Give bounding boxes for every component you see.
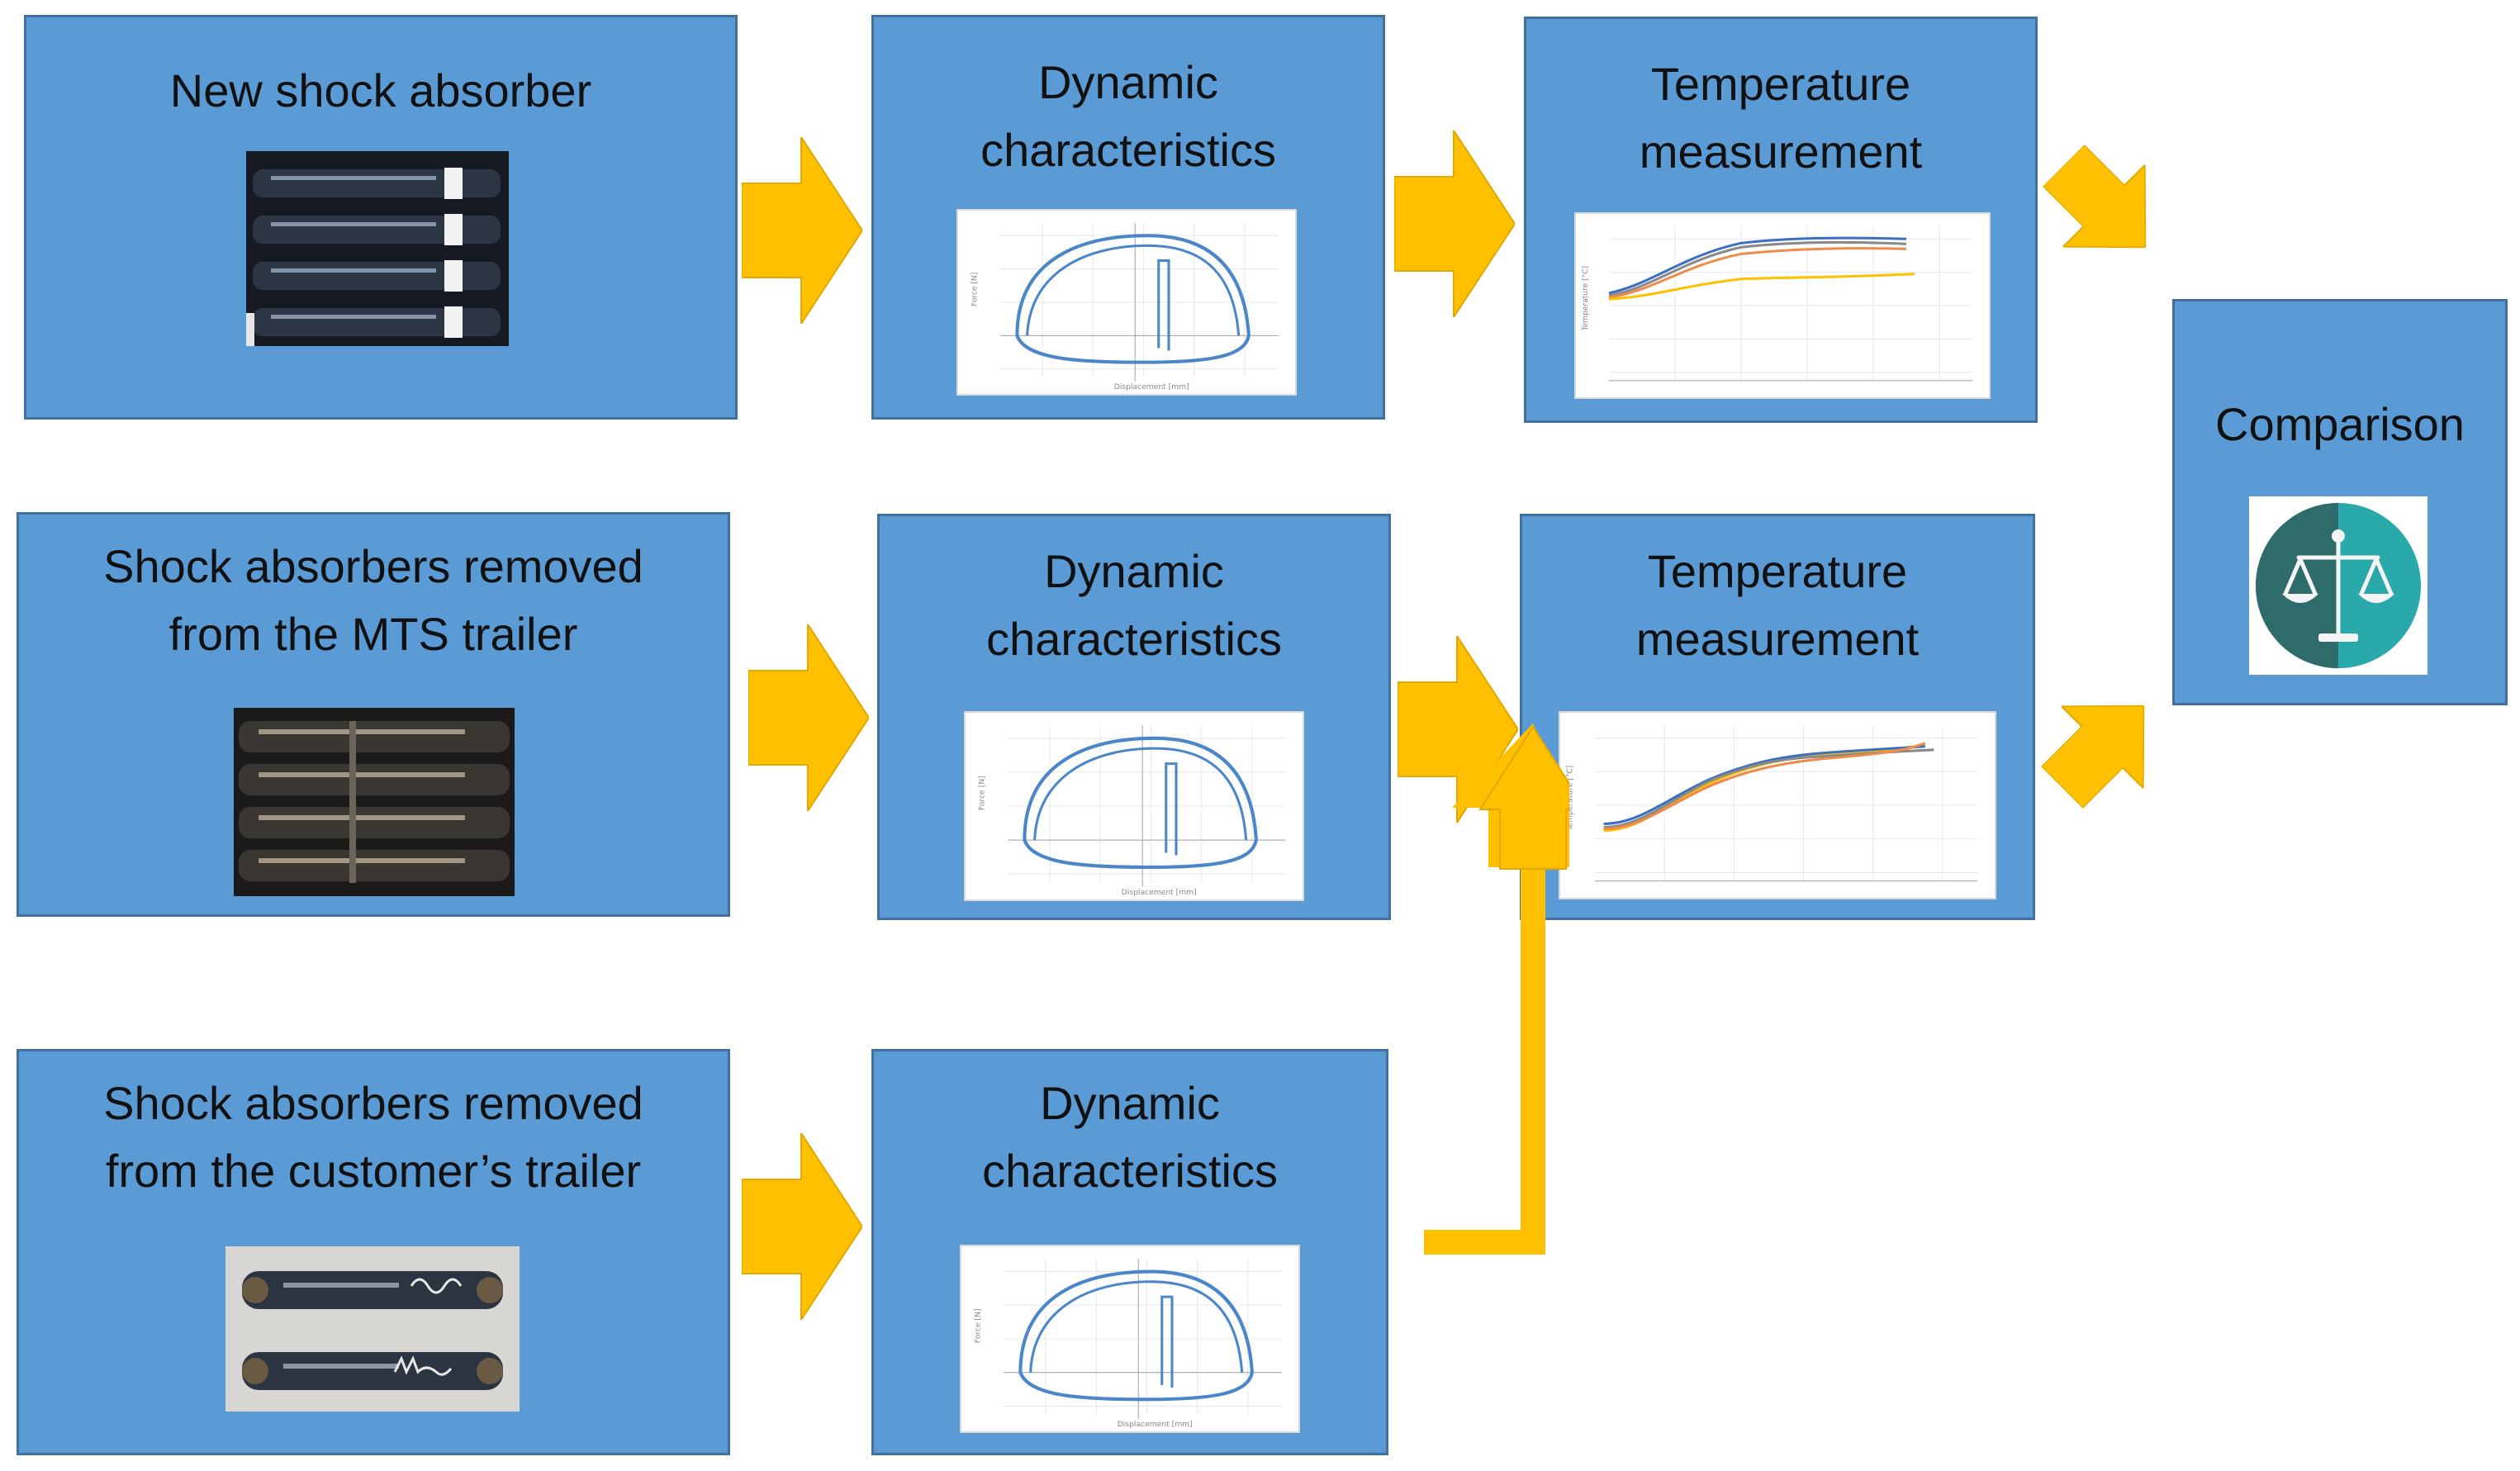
force-velocity-loop-chart-icon-2: Force [N] Displacement [mm] (964, 711, 1304, 901)
comparison-box: Comparison (2172, 299, 2508, 705)
customer-trailer-title: Shock absorbers removed from the custome… (103, 1077, 643, 1197)
dynamic-characteristics-title-3: Dynamic characteristics (982, 1077, 1278, 1197)
dynamic-characteristics-box-2: Dynamic characteristics Force [N] Displa… (877, 514, 1391, 920)
mts-trailer-box: Shock absorbers removed from the MTS tra… (17, 512, 730, 917)
arrow-right-icon-5 (742, 1133, 862, 1320)
temperature-curves-chart-icon-2: Temperature [°C] (1559, 711, 1996, 899)
mts-trailer-title: Shock absorbers removed from the MTS tra… (103, 540, 643, 660)
arrow-diagonal-up-icon (2040, 689, 2161, 809)
temperature-measurement-title-2: Temperature measurement (1635, 545, 1920, 665)
temperature-measurement-box-1: Temperature measurement Temperature [°C] (1524, 17, 2038, 423)
force-velocity-loop-chart-icon-1: Force [N] Displacement [mm] (956, 209, 1297, 396)
temperature-measurement-title-1: Temperature measurement (1639, 58, 1923, 178)
arrow-right-icon-2 (1394, 130, 1515, 317)
temperature-measurement-box-2: Temperature measurement Temperature [°C] (1520, 514, 2035, 920)
arrow-diagonal-down-icon (2042, 144, 2162, 264)
svg-text:Displacement [mm]: Displacement [mm] (1114, 383, 1189, 391)
arrow-right-icon-1 (742, 137, 862, 324)
new-shock-absorber-box: New shock absorber (24, 15, 738, 420)
force-velocity-loop-chart-icon-3: Force [N] Displacement [mm] (960, 1245, 1300, 1433)
svg-text:Force [N]: Force [N] (973, 1308, 982, 1343)
svg-text:Displacement [mm]: Displacement [mm] (1118, 1420, 1193, 1429)
svg-text:Temperature [°C]: Temperature [°C] (1582, 266, 1590, 331)
comparison-title: Comparison (2215, 398, 2465, 450)
svg-text:Force [N]: Force [N] (971, 273, 979, 306)
dynamic-characteristics-title-2: Dynamic characteristics (986, 545, 1282, 665)
temperature-curves-chart-icon-1: Temperature [°C] (1574, 212, 1991, 399)
two-shock-absorbers-photo-icon (225, 1246, 520, 1412)
dynamic-characteristics-box-3: Dynamic characteristics Force [N] Displa… (871, 1049, 1388, 1455)
arrow-right-icon-3 (748, 624, 869, 811)
stacked-shock-absorbers-photo-icon (246, 151, 509, 346)
dynamic-characteristics-box-1: Dynamic characteristics Force [N] Displa… (871, 15, 1385, 420)
scales-icon (2249, 496, 2427, 675)
dynamic-characteristics-title-1: Dynamic characteristics (980, 56, 1276, 176)
return-connector-arrow-icon (1421, 719, 1569, 1264)
svg-text:Force [N]: Force [N] (977, 776, 986, 810)
svg-text:Temperature [°C]: Temperature [°C] (1566, 766, 1575, 832)
new-shock-absorber-title: New shock absorber (169, 64, 592, 116)
customer-trailer-box: Shock absorbers removed from the custome… (17, 1049, 730, 1455)
svg-text:Displacement [mm]: Displacement [mm] (1122, 888, 1197, 897)
stacked-shock-absorbers-photo-icon-2 (234, 708, 515, 896)
